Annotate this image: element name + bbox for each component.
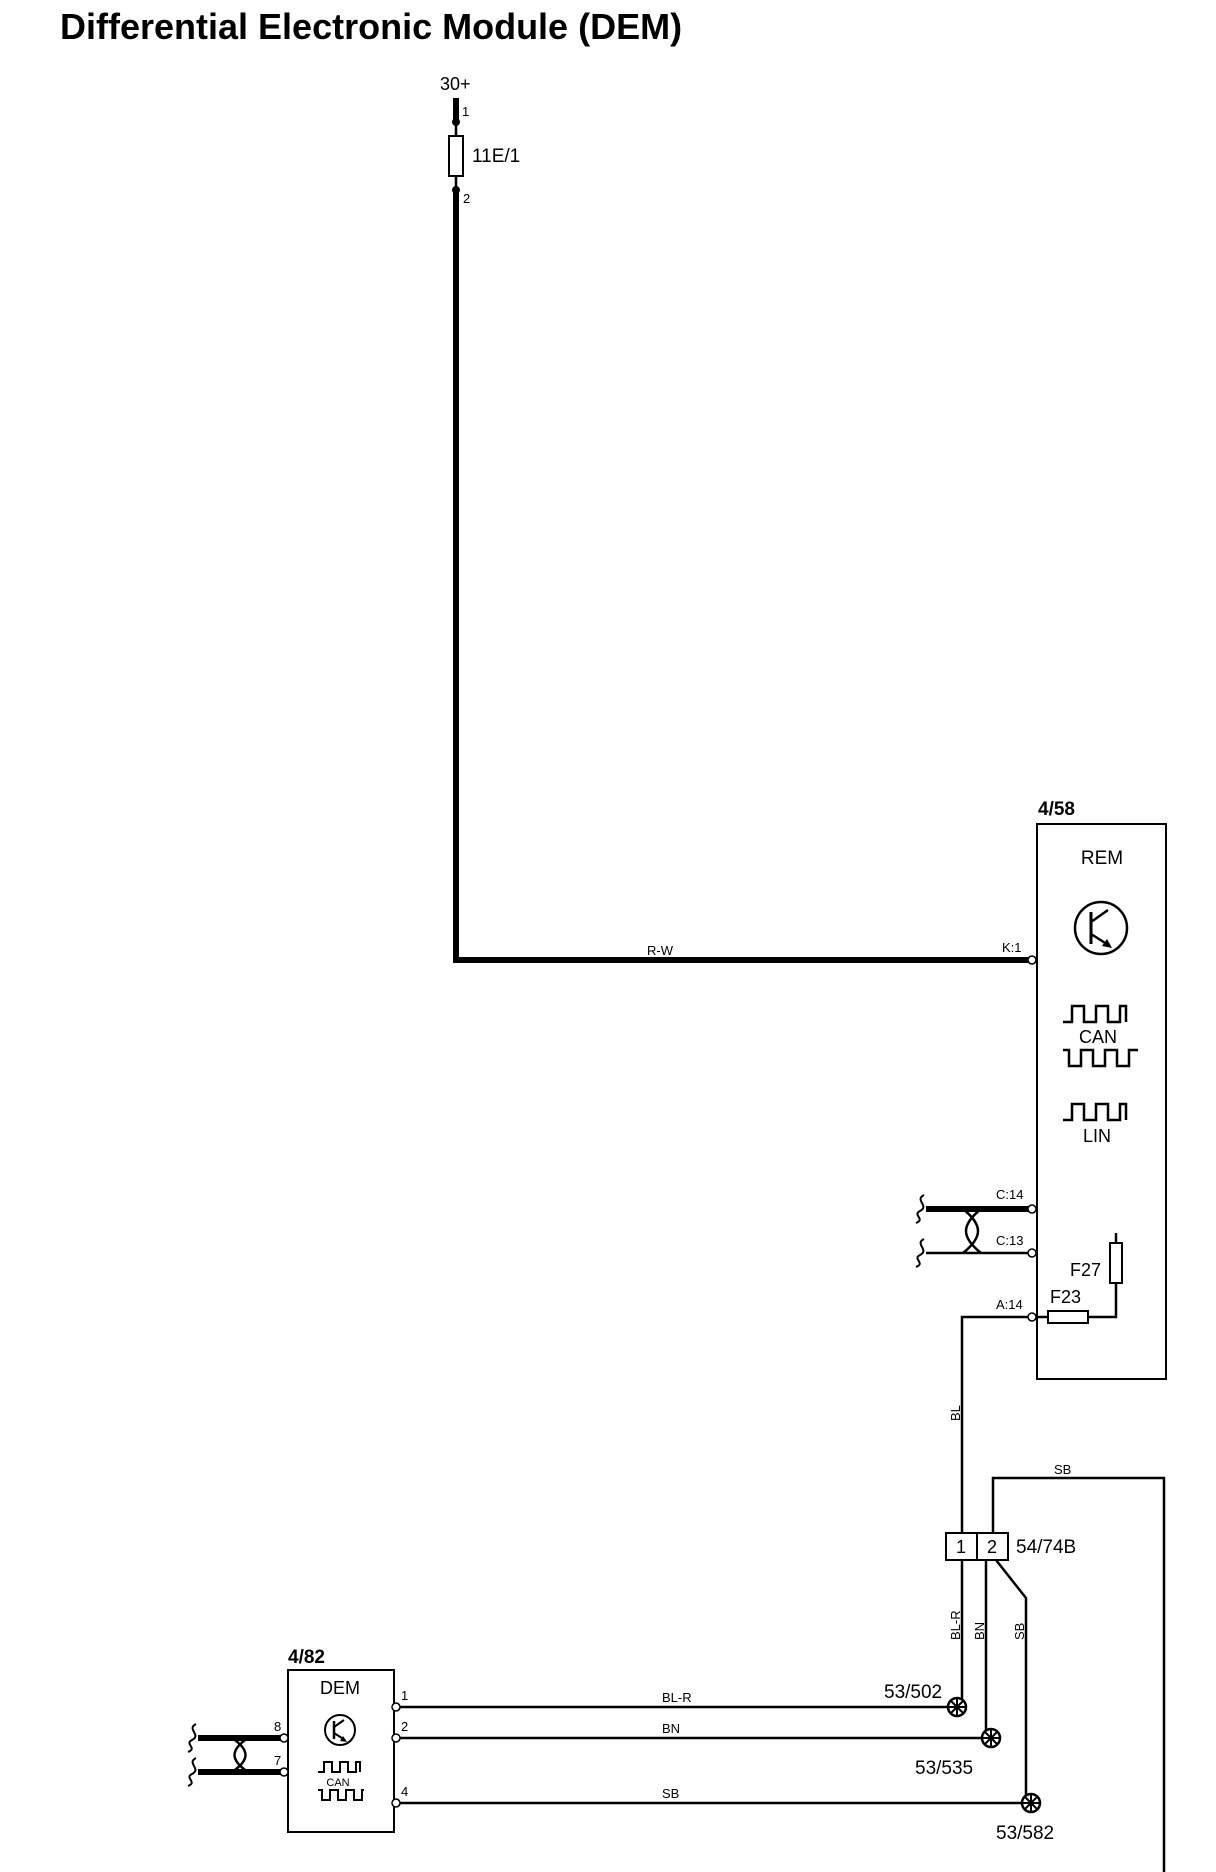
dem-pin-4 bbox=[391, 1798, 401, 1808]
dem-twisted-pair-icon bbox=[231, 1736, 249, 1774]
wire-bn-label: BN bbox=[662, 1721, 680, 1736]
fuse-11e1-label: 11E/1 bbox=[472, 146, 520, 167]
rem-pin-c14-label: C:14 bbox=[996, 1187, 1023, 1202]
wire-bn-vertical-label: BN bbox=[972, 1622, 987, 1640]
dem-ref: 4/82 bbox=[288, 1647, 325, 1668]
rem-pin-a14-label: A:14 bbox=[996, 1297, 1023, 1312]
rem-ref: 4/58 bbox=[1038, 799, 1075, 820]
dem-pin-2-label: 2 bbox=[401, 1719, 408, 1734]
ground-53-582-label: 53/582 bbox=[996, 1823, 1054, 1844]
dem-pin-8-label: 8 bbox=[274, 1719, 281, 1734]
dem-name: DEM bbox=[320, 1678, 360, 1698]
ground-53-582-icon bbox=[1020, 1792, 1042, 1814]
rem-pin-k1-label: K:1 bbox=[1002, 940, 1022, 955]
page-title: Differential Electronic Module (DEM) bbox=[60, 6, 683, 47]
rem-module bbox=[1036, 823, 1167, 1380]
wire-r-w-label: R-W bbox=[647, 943, 674, 958]
fuse-pin2-label: 2 bbox=[463, 191, 470, 206]
fuse-f23-label: F23 bbox=[1050, 1287, 1081, 1307]
fuse-11e1-symbol bbox=[448, 135, 464, 177]
rem-lin-icon bbox=[1063, 1102, 1128, 1122]
wire-r-w bbox=[453, 190, 1032, 963]
fuse-f23-symbol bbox=[1047, 1310, 1089, 1324]
ground-53-535-icon bbox=[980, 1727, 1002, 1749]
dem-pin-8 bbox=[279, 1733, 289, 1743]
rem-name: REM bbox=[1081, 848, 1123, 869]
dem-module bbox=[287, 1669, 395, 1833]
rem-pin-a14 bbox=[1027, 1312, 1037, 1322]
ground-53-535-label: 53/535 bbox=[915, 1758, 973, 1779]
fuse-f27-symbol bbox=[1109, 1242, 1123, 1284]
rem-can-label: CAN bbox=[1079, 1027, 1117, 1047]
supply-label: 30+ bbox=[440, 74, 471, 94]
wire-bl-r-label: BL-R bbox=[662, 1690, 692, 1705]
break-icon-c14 bbox=[915, 1194, 925, 1224]
dem-transistor-icon bbox=[324, 1714, 356, 1746]
rem-pin-k1 bbox=[1027, 955, 1037, 965]
wire-sb-vertical bbox=[995, 1559, 1028, 1803]
dem-pin-7 bbox=[279, 1767, 289, 1777]
connector-pin1-label: 1 bbox=[956, 1537, 966, 1557]
rem-pin-c13-label: C:13 bbox=[996, 1233, 1023, 1248]
fuse-pin1-label: 1 bbox=[462, 104, 469, 119]
break-icon-pin8 bbox=[187, 1723, 197, 1753]
ground-53-502-icon bbox=[946, 1696, 968, 1718]
rem-pin-c13 bbox=[1027, 1248, 1037, 1258]
dem-can-label: CAN bbox=[326, 1777, 349, 1789]
wire-sb-label: SB bbox=[662, 1786, 679, 1801]
rem-pin-c14 bbox=[1027, 1204, 1037, 1214]
dem-pin-1-label: 1 bbox=[401, 1688, 408, 1703]
break-icon-pin7 bbox=[187, 1757, 197, 1787]
dem-pin-1 bbox=[391, 1702, 401, 1712]
dem-pin-4-label: 4 bbox=[401, 1784, 408, 1799]
wire-sb-top-label: SB bbox=[1054, 1462, 1071, 1477]
rem-transistor-icon bbox=[1073, 900, 1129, 956]
fuse-f27-label: F27 bbox=[1070, 1260, 1101, 1280]
connector-ref: 54/74B bbox=[1016, 1537, 1076, 1558]
rem-twisted-pair-icon bbox=[962, 1208, 982, 1254]
wire-bl-r-vertical-label: BL-R bbox=[948, 1610, 963, 1640]
rem-can-icon bbox=[1063, 1004, 1138, 1068]
break-icon-c13 bbox=[915, 1238, 925, 1268]
f27-lead-bottom bbox=[1088, 1283, 1118, 1319]
wire-sb-vertical-label: SB bbox=[1012, 1623, 1027, 1640]
connector-54-74b bbox=[945, 1532, 1009, 1561]
dem-pin-2 bbox=[391, 1733, 401, 1743]
wire-sb-right bbox=[991, 1476, 1166, 1872]
wire-bl-label: BL bbox=[948, 1405, 963, 1421]
wire-bl bbox=[960, 1315, 1028, 1533]
dem-can-icon bbox=[318, 1761, 364, 1801]
rem-lin-label: LIN bbox=[1083, 1126, 1111, 1146]
ground-53-502-label: 53/502 bbox=[884, 1682, 942, 1703]
connector-pin2-label: 2 bbox=[987, 1537, 997, 1557]
dem-pin-7-label: 7 bbox=[274, 1753, 281, 1768]
